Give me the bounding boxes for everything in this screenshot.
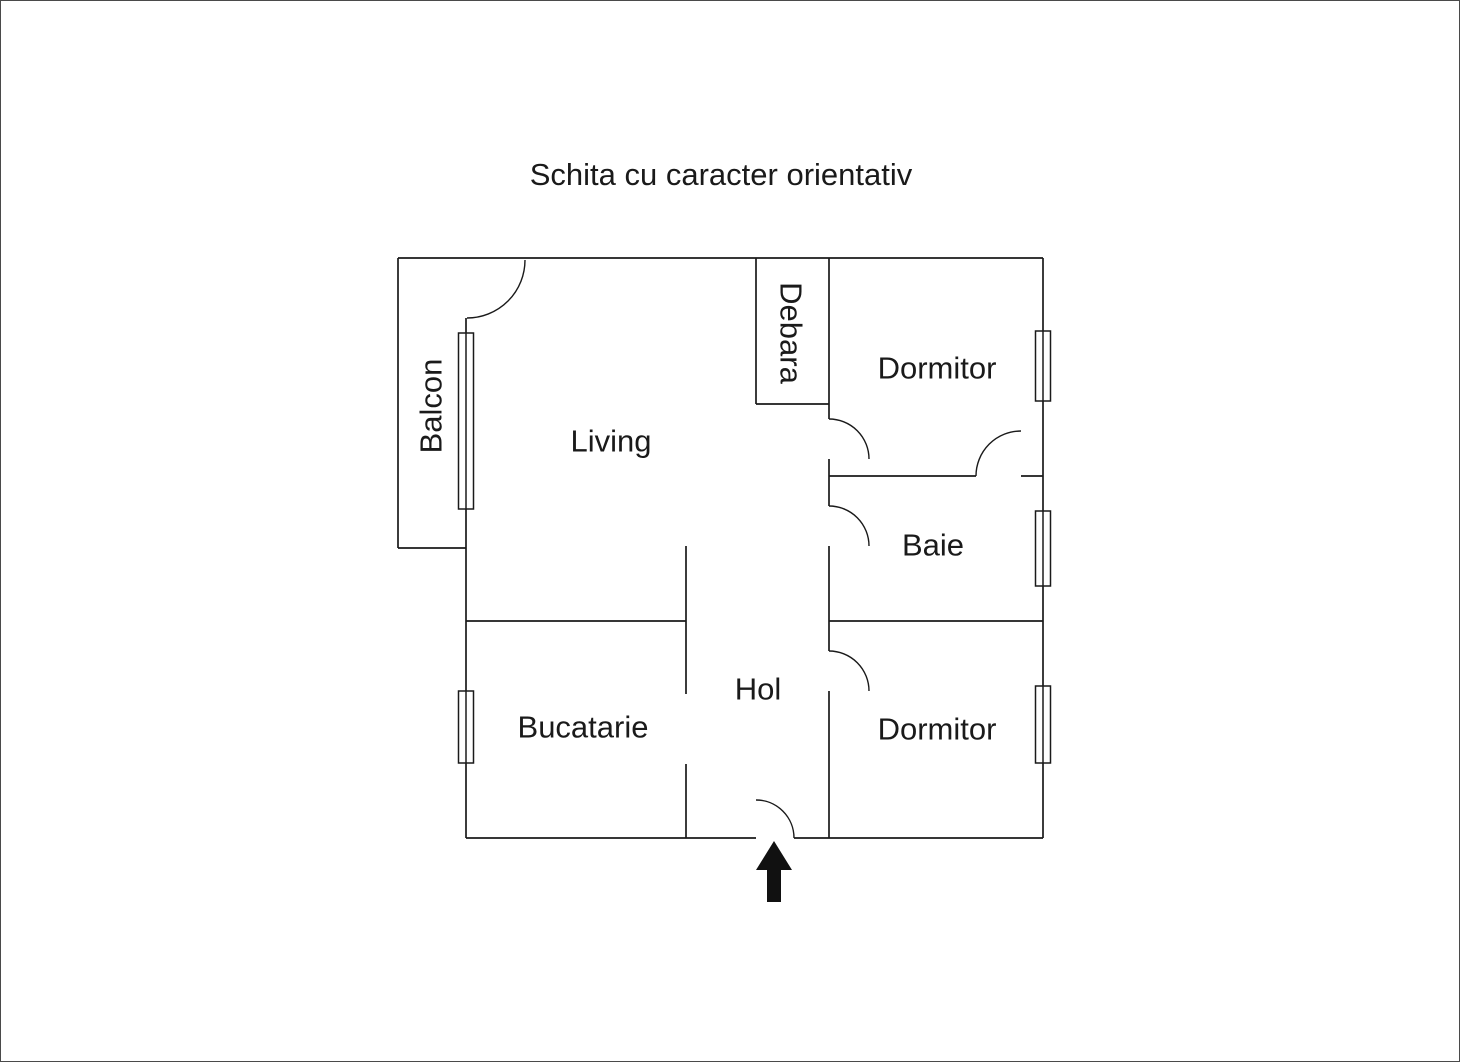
door-arc-dormitor-top — [828, 418, 870, 460]
room-label-dormitor-top: Dormitor — [878, 351, 997, 386]
room-label-hol: Hol — [735, 672, 782, 707]
doors-group — [466, 259, 1022, 839]
entrance-arrow-icon — [756, 841, 792, 902]
room-label-dormitor-bottom: Dormitor — [878, 712, 997, 747]
windows-group — [457, 330, 1052, 764]
room-label-debara: Debara — [774, 282, 809, 384]
room-label-living: Living — [571, 424, 652, 459]
page-title: Schita cu caracter orientativ — [530, 157, 913, 192]
door-arc-baie — [828, 505, 870, 547]
door-arc-dormitor-baie — [975, 430, 1022, 477]
room-label-balcon: Balcon — [414, 359, 449, 454]
door-arc-dormitor-bottom — [828, 650, 870, 692]
door-arc-entrance — [755, 799, 795, 839]
room-label-bucatarie: Bucatarie — [518, 710, 649, 745]
door-arc-balcon — [466, 259, 526, 319]
room-label-baie: Baie — [902, 528, 964, 563]
